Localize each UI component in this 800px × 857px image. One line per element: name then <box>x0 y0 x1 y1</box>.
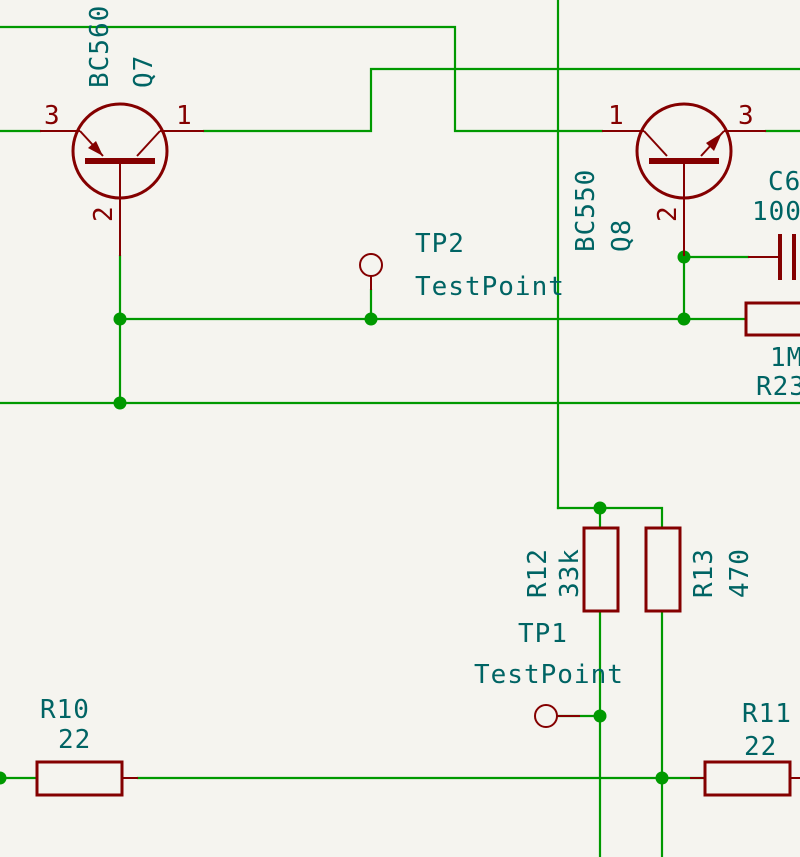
junction-dot <box>677 250 691 264</box>
capacitor-c6[interactable]: C6 100 <box>748 167 800 280</box>
testpoint-tp2[interactable]: TP2 TestPoint <box>359 229 565 302</box>
junction-dot <box>113 396 127 410</box>
junction-dot <box>0 771 7 785</box>
q8-pin-bottom-number: 2 <box>653 206 683 222</box>
q7-pin-bottom-number: 2 <box>89 206 119 222</box>
tp1-reference-label: TP1 <box>518 619 568 649</box>
r12-value-label: 33k <box>555 548 585 598</box>
r11-reference-label: R11 <box>742 699 792 729</box>
junction-dot <box>364 312 378 326</box>
resistor-r12[interactable]: R12 33k <box>523 526 620 613</box>
transistor-q8[interactable]: 1 3 2 BC550 Q8 <box>571 101 766 256</box>
r13-reference-label: R13 <box>689 548 719 598</box>
wire-bus-to-r12-r13[interactable] <box>556 506 664 529</box>
c6-value-label: 100 <box>752 197 800 227</box>
wire-q7-collector-to-right[interactable] <box>202 67 800 133</box>
c6-reference-label: C6 <box>768 167 800 197</box>
q7-pin-right-number: 1 <box>176 101 192 131</box>
transistor-q7[interactable]: 3 1 2 BC560 Q7 <box>40 5 204 256</box>
q8-value-label: BC550 <box>571 169 601 252</box>
q7-pin-left-number: 3 <box>44 101 60 131</box>
junction-dot <box>113 312 127 326</box>
junction-dot <box>677 312 691 326</box>
resistor-r23[interactable]: 1M R23 <box>744 301 800 402</box>
tp2-value-label: TestPoint <box>415 272 565 302</box>
npn-arrow-icon <box>706 133 722 151</box>
r13-value-label: 470 <box>725 548 755 598</box>
junction-dot <box>655 771 669 785</box>
q8-pin-right-number: 3 <box>738 101 754 131</box>
q8-reference-label: Q8 <box>607 219 637 252</box>
testpoint-tp1[interactable]: TP1 TestPoint <box>474 619 624 728</box>
r11-value-label: 22 <box>744 732 777 762</box>
resistor-r10[interactable]: R10 22 <box>35 695 138 797</box>
q8-pin-left-number: 1 <box>608 101 624 131</box>
wire-top-left-to-q8-base[interactable] <box>0 25 604 133</box>
junctions <box>0 250 691 785</box>
r12-reference-label: R12 <box>523 548 553 598</box>
q7-value-label: BC560 <box>85 5 115 88</box>
q7-reference-label: Q7 <box>129 55 159 88</box>
resistor-r13[interactable]: R13 470 <box>644 526 755 613</box>
tp1-value-label: TestPoint <box>474 660 624 690</box>
junction-dot <box>593 501 607 515</box>
pnp-arrow-icon <box>88 141 103 156</box>
resistor-r11[interactable]: R11 22 <box>690 699 800 797</box>
r10-reference-label: R10 <box>40 695 90 725</box>
r23-value-label: 1M <box>770 343 800 373</box>
tp2-reference-label: TP2 <box>415 229 465 259</box>
r23-reference-label: R23 <box>756 372 800 402</box>
junction-dot <box>593 709 607 723</box>
r10-value-label: 22 <box>58 725 91 755</box>
